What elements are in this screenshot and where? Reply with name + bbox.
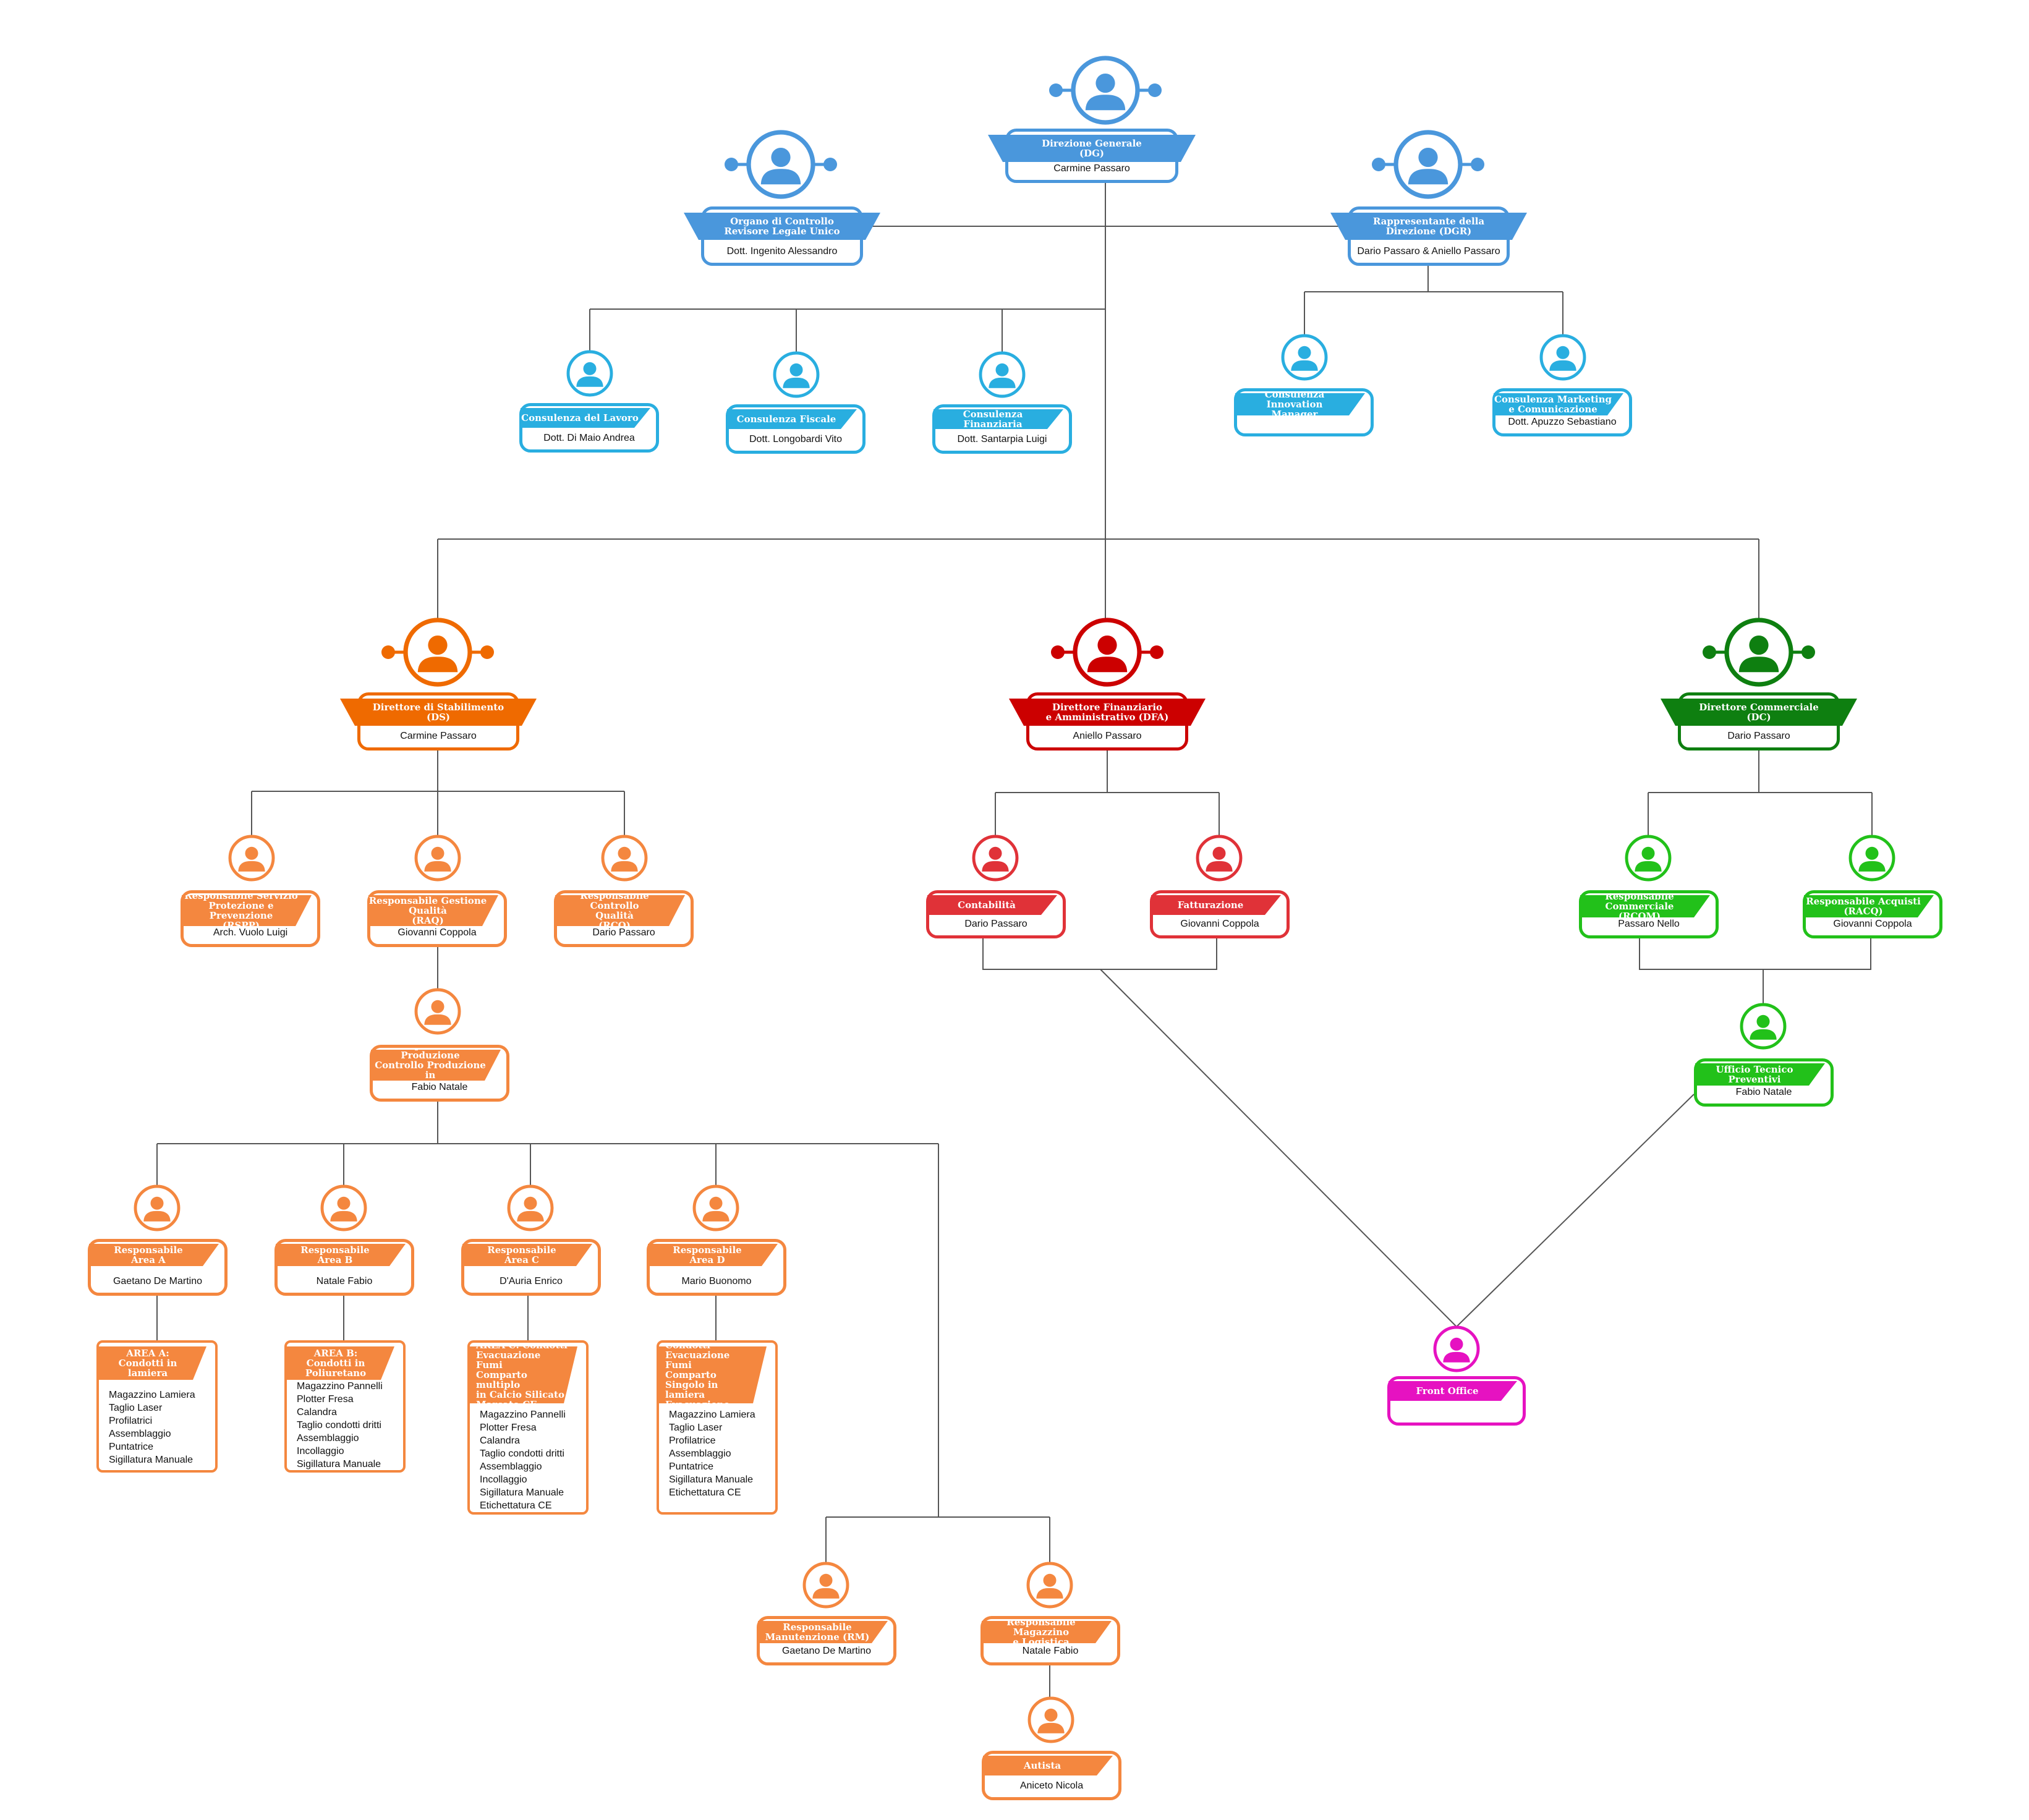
org-card-title-oc: Organo di Controllo Revisore Legale Unic… [684, 213, 880, 240]
org-card-person-rdd: Mario Buonomo [681, 1276, 752, 1286]
org-card-title-fatt: Fatturazione [1151, 895, 1281, 915]
org-card-title-rdd: Responsabile Area D [648, 1244, 778, 1266]
org-card-person-cfin: Dott. Santarpia Luigi [957, 434, 1047, 444]
area-item: Assemblaggio [109, 1429, 171, 1439]
area-item: Sigillatura Manuale [669, 1474, 754, 1485]
area-item: Calandra [480, 1435, 520, 1446]
org-card-person-rgq: Giovanni Coppola [398, 927, 477, 938]
org-card-person-rcom: Passaro Nello [1618, 919, 1680, 929]
org-card-person-dg: Carmine Passaro [1053, 163, 1130, 174]
area-item: Puntatrice [669, 1461, 714, 1472]
org-card-title-dg: Direzione Generale (DG) [988, 135, 1196, 162]
org-card-title-racq: Responsabile Acquisti (RACQ) [1804, 895, 1934, 917]
area-title-d: AREA D: Condotti Evacuazione Fumi Compar… [659, 1346, 767, 1403]
org-card-title-rspp: Responsabile Servizio Protezione e Preve… [182, 895, 312, 926]
area-title-b: AREA B: Condotti in Poliuretano [287, 1346, 394, 1380]
area-item: Taglio condotti dritti [297, 1420, 381, 1431]
org-card-title-utp: Ufficio Tecnico Preventivi [1695, 1063, 1825, 1086]
area-item: Puntatrice [109, 1442, 154, 1452]
org-card-person-cmc: Dott. Apuzzo Sebastiano [1508, 417, 1617, 427]
area-item: Plotter Fresa [297, 1394, 354, 1405]
area-item: Profilatrice [669, 1435, 716, 1446]
area-item: Magazzino Lamiera [669, 1410, 755, 1420]
area-item: Incollaggio [297, 1446, 344, 1456]
org-card-person-fatt: Giovanni Coppola [1180, 919, 1259, 929]
org-card-title-ra: Responsabile Area A [89, 1244, 219, 1266]
org-card-title-cfin: Consulenza Finanziaria [934, 409, 1063, 429]
area-item: Calandra [297, 1407, 337, 1418]
org-card-title-rcom: Responsabile Commerciale (RCOM) [1580, 895, 1710, 917]
org-card-title-ds: Direttore di Stabilimento (DS) [340, 699, 537, 726]
org-card-person-oc: Dott. Ingenito Alessandro [726, 246, 838, 257]
area-item: Assemblaggio [297, 1433, 359, 1444]
org-card-person-dc: Dario Passaro [1727, 731, 1790, 741]
org-card-title-dc: Direttore Commerciale (DC) [1661, 699, 1857, 726]
connector-line-26 [1100, 969, 1457, 1327]
org-card-title-aut: Autista [983, 1756, 1113, 1775]
area-item: Magazzino Lamiera [109, 1390, 195, 1400]
area-item: Assemblaggio [480, 1461, 542, 1472]
org-card-person-rp: Fabio Natale [411, 1082, 468, 1092]
org-card-person-rspp: Arch. Vuolo Luigi [213, 927, 288, 938]
org-card-person-ra: Gaetano De Martino [113, 1276, 203, 1286]
org-card-person-racq: Giovanni Coppola [1833, 919, 1912, 929]
org-card-person-dfa: Aniello Passaro [1073, 731, 1142, 741]
org-card-person-aut: Aniceto Nicola [1019, 1780, 1084, 1791]
org-card-title-cf: Consulenza Fiscale [727, 409, 857, 429]
org-card-title-rb: Responsabile Area B [276, 1244, 406, 1266]
area-title-c: AREA C: Condotti Evacuazione Fumi Compar… [470, 1346, 577, 1403]
area-item: Profilatrici [109, 1416, 153, 1426]
area-title-a: AREA A: Condotti in lamiera [99, 1346, 206, 1380]
org-card-person-rb: Natale Fabio [316, 1276, 373, 1286]
area-item: Sigillatura Manuale [297, 1459, 381, 1469]
area-item: Etichettatura CE [669, 1487, 741, 1498]
area-item: Plotter Fresa [480, 1422, 537, 1433]
org-card-title-rm: Responsabile Manutenzione (RM) [758, 1621, 888, 1643]
area-item: Etichettatura CE [480, 1500, 552, 1511]
org-card-title-cim: Consulenza Innovation Manager [1235, 393, 1365, 415]
area-item: Magazzino Pannelli [480, 1410, 566, 1420]
org-card-title-rcq: Responsabile Controllo Qualità (RCQ) [555, 895, 685, 926]
org-card-title-rgq: Responsabile Gestione Qualità (RAQ) [368, 895, 498, 926]
org-card-person-rml: Natale Fabio [1022, 1646, 1079, 1656]
org-card-person-ds: Carmine Passaro [400, 731, 477, 741]
area-item: Taglio condotti dritti [480, 1448, 564, 1459]
org-card-title-rp: Responsabile Produzione Controllo Produz… [371, 1050, 501, 1081]
org-card-title-rd: Rappresentante della Direzione (DGR) [1330, 213, 1527, 240]
connector-line-31 [1639, 938, 1871, 970]
org-card-person-cl: Dott. Di Maio Andrea [543, 433, 635, 443]
area-item: Assemblaggio [669, 1448, 731, 1459]
area-item: Incollaggio [480, 1474, 527, 1485]
org-card-person-utp: Fabio Natale [1735, 1087, 1792, 1097]
area-item: Taglio Laser [669, 1422, 723, 1433]
org-card-title-rml: Responsabile Magazzino e Logistica [982, 1621, 1112, 1643]
area-item: Sigillatura Manuale [480, 1487, 564, 1498]
org-card-title-cl: Consulenza del Lavoro [521, 408, 650, 428]
org-card-title-dfa: Direttore Finanziario e Amministrativo (… [1009, 699, 1206, 726]
org-card-person-cf: Dott. Longobardi Vito [749, 434, 843, 444]
org-card-person-cont: Dario Passaro [964, 919, 1027, 929]
connector-line-33 [1456, 1094, 1695, 1327]
org-card-title-cmc: Consulenza Marketing e Comunicazione [1494, 393, 1623, 415]
org-card-person-rm: Gaetano De Martino [781, 1646, 872, 1656]
area-item: Sigillatura Manuale [109, 1455, 194, 1465]
org-card-title-rc: Responsabile Area C [462, 1244, 592, 1266]
org-card-title-fo: Front Office [1389, 1381, 1517, 1401]
org-card-person-rd: Dario Passaro & Aniello Passaro [1357, 246, 1500, 257]
area-item: Magazzino Pannelli [297, 1381, 383, 1392]
org-card-person-rcq: Dario Passaro [592, 927, 655, 938]
org-card-person-rc: D'Auria Enrico [500, 1276, 563, 1286]
area-item: Taglio Laser [109, 1403, 163, 1413]
org-card-title-cont: Contabilità [927, 895, 1057, 915]
connector-line-25 [982, 938, 1217, 970]
